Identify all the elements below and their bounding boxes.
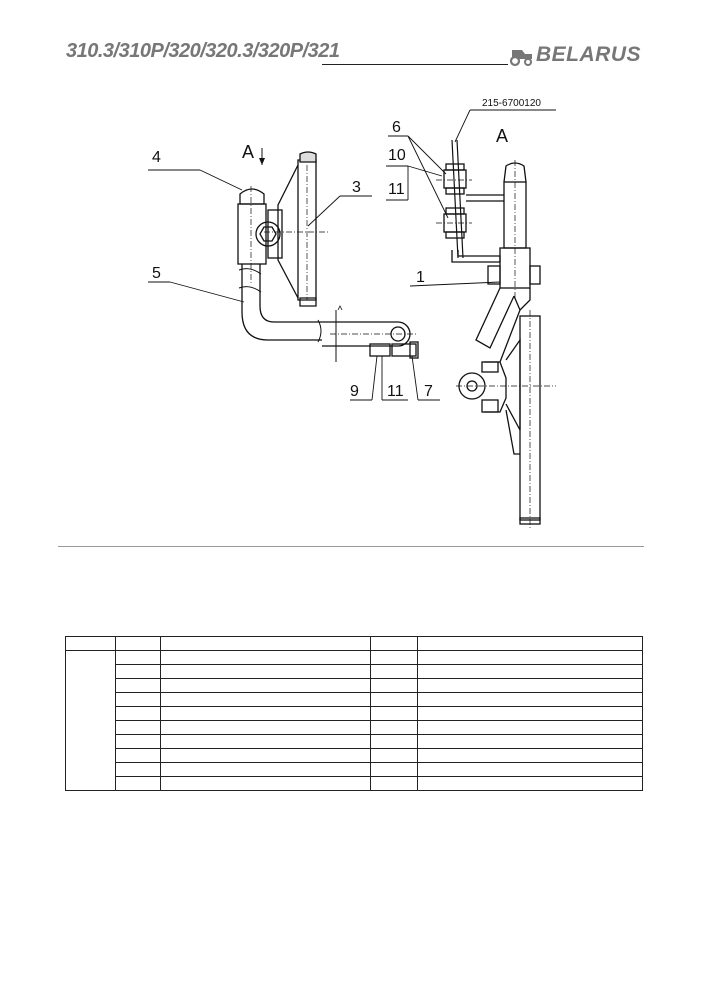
table-row (66, 706, 643, 721)
table-row (65, 636, 643, 651)
table-row (66, 692, 643, 707)
table-row (66, 776, 643, 791)
header-rule (322, 64, 508, 65)
callout-5: 5 (152, 265, 161, 282)
view-label-a-right: А (496, 126, 508, 146)
table-row (65, 650, 643, 791)
callout-10: 10 (388, 147, 406, 164)
callout-11-right: 11 (388, 181, 405, 198)
brand-name: BELARUS (536, 43, 642, 66)
merged-cell (65, 650, 116, 791)
callout-11-left: 11 (387, 383, 404, 400)
table-row (66, 678, 643, 693)
technical-drawing: А А 215-6700120 4 3 5 1 6 10 11 9 11 7 (148, 98, 556, 530)
callout-1: 1 (416, 269, 425, 286)
belarus-logo: BELARUS (506, 42, 651, 68)
table-row (66, 720, 643, 735)
table-row (66, 664, 643, 679)
part-number: 215-6700120 (482, 98, 541, 109)
parts-table (65, 636, 643, 791)
callout-4: 4 (152, 149, 161, 166)
callout-6: 6 (392, 119, 401, 136)
section-separator (58, 546, 644, 547)
tractor-icon (509, 50, 532, 67)
table-row (66, 734, 643, 749)
callout-7: 7 (424, 383, 433, 400)
table-row (66, 762, 643, 777)
model-title: 310.3/310Р/320/320.3/320Р/321 (66, 40, 340, 62)
callout-3: 3 (352, 179, 361, 196)
callout-9: 9 (350, 383, 359, 400)
table-row (66, 748, 643, 763)
view-label-a-left: А (242, 142, 254, 162)
